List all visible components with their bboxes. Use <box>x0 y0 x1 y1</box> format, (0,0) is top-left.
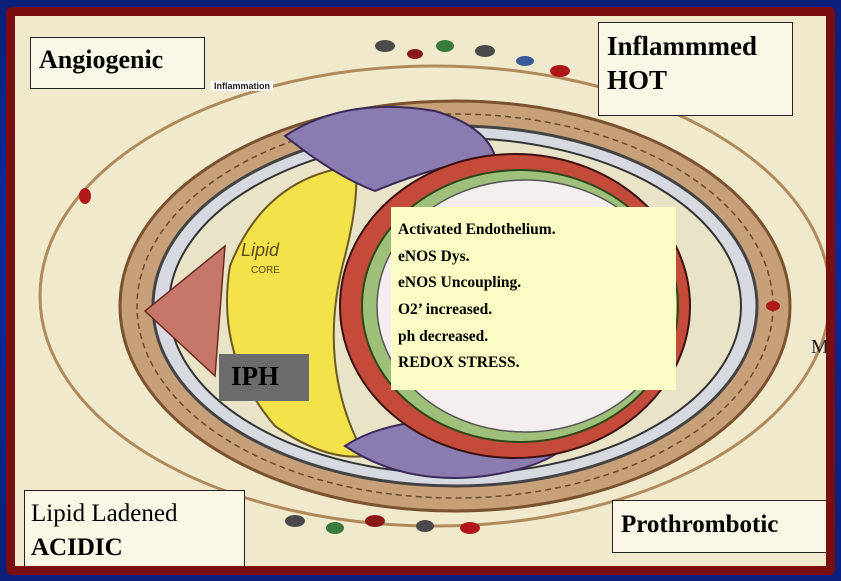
lipid-ladened-line: Lipid Ladened <box>31 497 244 531</box>
diagram-frame: Angiogenic Inflammmed HOT Lipid Ladened … <box>6 7 835 575</box>
inflamed-hot-label: Inflammmed HOT <box>598 22 793 116</box>
acidic-line: ACIDIC <box>31 534 123 561</box>
angiogenic-label: Angiogenic <box>30 37 205 89</box>
inflammation-tag: Inflammation <box>211 81 273 91</box>
info-line: eNOS Uncoupling. <box>398 270 676 297</box>
info-line: ph decreased. <box>398 324 676 351</box>
hot-line: HOT <box>607 64 792 98</box>
lipid-core-sub: CORE <box>251 265 280 276</box>
side-letter: M <box>811 336 829 359</box>
info-line: REDOX STRESS. <box>398 350 676 377</box>
info-line: Activated Endothelium. <box>398 217 676 244</box>
endothelium-info-box: Activated Endothelium. eNOS Dys. eNOS Un… <box>391 207 676 390</box>
info-line: O2’ increased. <box>398 297 676 324</box>
prothrombotic-label: Prothrombotic <box>612 500 831 553</box>
lipid-core-label: Lipid <box>241 240 279 261</box>
iph-label: IPH <box>219 354 309 401</box>
lipid-acidic-label: Lipid Ladened ACIDIC <box>24 490 245 575</box>
inflamed-line: Inflammmed <box>607 30 792 64</box>
info-line: eNOS Dys. <box>398 244 676 271</box>
